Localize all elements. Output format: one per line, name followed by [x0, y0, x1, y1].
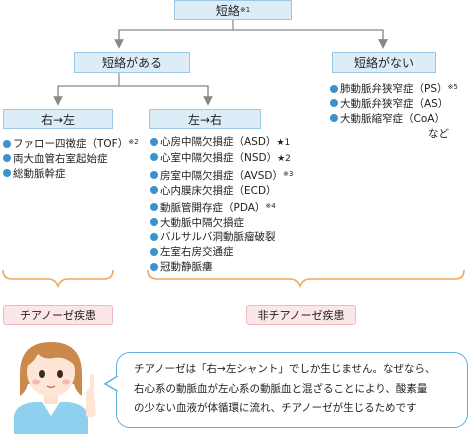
with-shunt-box: 短絡がある: [74, 52, 190, 73]
cyanotic-label: チアノーゼ疾患: [3, 305, 113, 325]
bullet-icon: [150, 203, 158, 212]
disease-label: 動脈管開存症（PDA）: [160, 201, 266, 214]
right-to-left-box: 右→左: [3, 109, 113, 129]
left-to-right-box: 左→右: [149, 109, 261, 129]
left-to-right-label: 左→右: [187, 112, 223, 127]
bullet-icon: [330, 84, 338, 93]
list-item: 総動脈幹症: [3, 167, 139, 182]
root-connector: [118, 19, 383, 44]
non-cyanotic-label: 非チアノーゼ疾患: [246, 305, 356, 325]
bullet-icon: [150, 232, 158, 241]
disease-label: 大動脈弁狭窄症（AS）: [340, 97, 449, 110]
disease-label: 大動脈縮窄症（CoA）: [340, 112, 445, 125]
disease-label: 心内膜床欠損症（ECD）: [160, 184, 277, 197]
explanation-line: チアノーゼは「右→左シャント」でしか生じません。なぜなら、: [134, 363, 436, 375]
explanation-line: 右心系の動脈血が左心系の動脈血と混ざることにより、酸素量: [134, 382, 428, 395]
list-item: 房室中隔欠損症（AVSD）※3: [150, 167, 293, 184]
disease-label: 肺動脈弁狭窄症（PS）: [340, 83, 448, 95]
right-to-left-list: ファロー四徴症（TOF）※2 両大血管右室起始症 総動脈幹症: [3, 135, 139, 182]
bubble-tail: [103, 375, 121, 392]
bullet-icon: [3, 169, 11, 178]
list-item: 大動脈中隔欠損症: [150, 216, 293, 231]
bullet-icon: [330, 99, 338, 108]
speech-bubble: [116, 352, 468, 428]
footnote-mark: ※3: [282, 169, 294, 178]
bullet-icon: [3, 139, 11, 148]
shunt-box: 短絡※1: [174, 0, 292, 20]
bullet-icon: [150, 153, 158, 162]
disease-label: 心室中隔欠損症（NSD）: [160, 151, 278, 164]
right-to-left-label: 右→左: [40, 112, 76, 127]
non-cyanotic-text: 非チアノーゼ疾患: [257, 309, 345, 322]
bullet-icon: [150, 171, 158, 180]
bullet-icon: [330, 114, 338, 123]
footnote-mark: ※2: [128, 138, 139, 146]
bullet-icon: [3, 154, 11, 163]
no-shunt-list: 肺動脈弁狭窄症（PS）※5 大動脈弁狭窄症（AS） 大動脈縮窄症（CoA）: [330, 80, 458, 127]
disease-label: 大動脈中隔欠損症: [160, 216, 244, 229]
without-shunt-box: 短絡がない: [332, 52, 436, 73]
disease-label: 心房中隔欠損症（ASD）: [160, 136, 277, 148]
nurse-illustration: [14, 342, 96, 434]
footnote-mark: ★1: [276, 138, 291, 148]
disease-label: 左室右房交通症: [160, 246, 234, 259]
list-item: 左室右房交通症: [150, 245, 293, 260]
disease-label: 総動脈幹症: [13, 167, 66, 180]
with-shunt-label: 短絡がある: [101, 56, 162, 70]
bullet-icon: [150, 186, 158, 195]
explanation-text: チアノーゼは「右→左シャント」でしか生じません。なぜなら、 右心系の動脈血が左心…: [134, 360, 464, 419]
list-item: 冠動静脈瘻: [150, 260, 293, 275]
list-item: 肺動脈弁狭窄症（PS）※5: [330, 80, 458, 97]
disease-label: 房室中隔欠損症（AVSD）: [160, 169, 283, 182]
bullet-icon: [150, 247, 158, 256]
list-item: 心房中隔欠損症（ASD）★1: [150, 135, 293, 151]
explanation-line: の少ない血液が体循環に流れ、チアノーゼが生じるためです: [134, 402, 417, 414]
disease-label: ファロー四徴症（TOF）: [13, 138, 129, 150]
footnote-mark: ※4: [265, 201, 276, 210]
bullet-icon: [150, 218, 158, 227]
list-item: ファロー四徴症（TOF）※2: [3, 135, 139, 152]
cyanotic-bracket: [2, 269, 114, 289]
list-item: 大動脈縮窄症（CoA）: [330, 112, 458, 127]
list-item: 心内膜床欠損症（ECD）: [150, 184, 293, 199]
list-item: 心室中隔欠損症（NSD）★2: [150, 151, 293, 167]
bullet-icon: [150, 137, 158, 146]
shunt-connector: [57, 72, 209, 101]
disease-label: 両大血管右室起始症: [13, 152, 108, 165]
disease-label: 冠動静脈瘻: [160, 261, 213, 274]
list-item: 動脈管開存症（PDA）※4: [150, 199, 293, 216]
footnote-mark: ★2: [277, 153, 291, 164]
non-cyanotic-bracket: [147, 269, 465, 289]
disease-label: バルサルバ洞動脈瘤破裂: [160, 231, 276, 244]
left-to-right-list: 心房中隔欠損症（ASD）★1 心室中隔欠損症（NSD）★2 房室中隔欠損症（AV…: [150, 135, 293, 275]
shunt-label: 短絡: [215, 3, 240, 18]
list-item: 両大血管右室起始症: [3, 152, 139, 167]
list-item: バルサルバ洞動脈瘤破裂: [150, 230, 293, 245]
etc-label: など: [428, 128, 449, 140]
without-shunt-label: 短絡がない: [353, 56, 414, 70]
footnote-mark: ※5: [447, 83, 458, 91]
bullet-icon: [150, 262, 158, 271]
list-item: 大動脈弁狭窄症（AS）: [330, 97, 458, 112]
cyanotic-text: チアノーゼ疾患: [19, 309, 96, 322]
shunt-note: ※1: [239, 6, 251, 14]
